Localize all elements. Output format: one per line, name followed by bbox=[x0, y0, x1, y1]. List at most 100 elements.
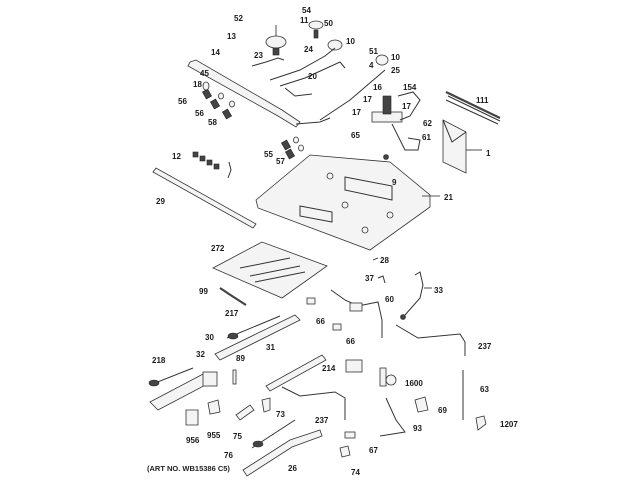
callout-17: 17 bbox=[402, 102, 411, 111]
electrode-217-body bbox=[227, 332, 239, 340]
burner-tube-31 bbox=[265, 354, 327, 392]
callout-63: 63 bbox=[480, 385, 489, 394]
burner-tube-30 bbox=[214, 314, 301, 361]
gas-tube-23 bbox=[251, 57, 285, 67]
bracket-75 bbox=[235, 404, 255, 421]
callout-9: 9 bbox=[392, 178, 397, 187]
callout-55: 55 bbox=[264, 150, 273, 159]
bracket-37 bbox=[377, 275, 386, 284]
callout-12: 12 bbox=[172, 152, 181, 161]
manifold-14 bbox=[187, 59, 331, 128]
electrode-218-body bbox=[148, 379, 160, 387]
callout-66: 66 bbox=[316, 317, 325, 326]
clip-89 bbox=[232, 369, 237, 385]
gas-tube-20 bbox=[279, 61, 346, 97]
orifice-66b bbox=[332, 323, 342, 331]
callout-51: 51 bbox=[369, 47, 378, 56]
clip-99 bbox=[219, 287, 247, 306]
valve-214 bbox=[345, 359, 363, 373]
bracket-956 bbox=[185, 409, 199, 426]
callout-956: 956 bbox=[186, 436, 200, 445]
callout-1: 1 bbox=[486, 149, 491, 158]
gas-tube-237-lower bbox=[281, 386, 346, 420]
callout-67: 67 bbox=[369, 446, 378, 455]
callout-57: 57 bbox=[276, 157, 285, 166]
callout-56: 56 bbox=[178, 97, 187, 106]
callout-272: 272 bbox=[211, 244, 225, 253]
callout-23: 23 bbox=[254, 51, 263, 60]
regulator-assembly bbox=[371, 91, 421, 160]
burner-cap-10 bbox=[327, 39, 389, 66]
heat-shield-272 bbox=[212, 241, 328, 299]
callout-31: 31 bbox=[266, 343, 275, 352]
callout-30: 30 bbox=[205, 333, 214, 342]
burner-tube-32 bbox=[149, 371, 218, 411]
electrode-76-body bbox=[252, 440, 264, 448]
callout-54: 54 bbox=[302, 6, 311, 15]
callout-60: 60 bbox=[385, 295, 394, 304]
callout-10: 10 bbox=[346, 37, 355, 46]
gas-tube-93 bbox=[379, 397, 406, 437]
callout-89: 89 bbox=[236, 354, 245, 363]
burner-cap-13 bbox=[265, 25, 287, 56]
valve-group-center bbox=[280, 136, 304, 160]
callout-214: 214 bbox=[322, 364, 336, 373]
callout-76: 76 bbox=[224, 451, 233, 460]
callout-73: 73 bbox=[276, 410, 285, 419]
callout-56: 56 bbox=[195, 109, 204, 118]
callout-218: 218 bbox=[152, 356, 166, 365]
callout-1600: 1600 bbox=[405, 379, 423, 388]
callout-955: 955 bbox=[207, 431, 221, 440]
callout-11: 11 bbox=[300, 16, 309, 25]
callout-45: 45 bbox=[200, 69, 209, 78]
connector-67 bbox=[344, 431, 356, 439]
callout-17: 17 bbox=[352, 108, 361, 117]
art-number: (ART NO. WB15386 C5) bbox=[147, 464, 230, 473]
callout-237: 237 bbox=[315, 416, 329, 425]
callout-65: 65 bbox=[351, 131, 360, 140]
literature-1 bbox=[442, 119, 482, 174]
wire-bundle-111 bbox=[445, 91, 501, 125]
callout-93: 93 bbox=[413, 424, 422, 433]
valve-group-left bbox=[201, 81, 235, 120]
callout-20: 20 bbox=[308, 72, 317, 81]
callout-99: 99 bbox=[199, 287, 208, 296]
screw-28 bbox=[372, 257, 379, 261]
part-69 bbox=[414, 396, 429, 413]
gas-tube-16 bbox=[319, 69, 386, 121]
igniter-switch-12 bbox=[192, 151, 232, 179]
callout-69: 69 bbox=[438, 406, 447, 415]
callout-17: 17 bbox=[363, 95, 372, 104]
callout-25: 25 bbox=[391, 66, 400, 75]
callout-111: 111 bbox=[476, 96, 489, 105]
callout-21: 21 bbox=[444, 193, 453, 202]
switch-955 bbox=[207, 399, 221, 415]
callout-58: 58 bbox=[208, 118, 217, 127]
callout-14: 14 bbox=[211, 48, 220, 57]
callout-4: 4 bbox=[369, 61, 374, 70]
gas-tube-60 bbox=[330, 289, 383, 338]
callout-62: 62 bbox=[423, 119, 432, 128]
burner-cap-11 bbox=[308, 20, 324, 39]
orifice-66a bbox=[306, 297, 316, 305]
callout-26: 26 bbox=[288, 464, 297, 473]
gas-tube-24 bbox=[269, 47, 336, 81]
callout-37: 37 bbox=[365, 274, 374, 283]
callout-10: 10 bbox=[391, 53, 400, 62]
callout-29: 29 bbox=[156, 197, 165, 206]
callout-13: 13 bbox=[227, 32, 236, 41]
orifice-tube-33 bbox=[400, 271, 432, 320]
callout-66: 66 bbox=[346, 337, 355, 346]
burner-tube-26 bbox=[242, 429, 323, 477]
callout-16: 16 bbox=[373, 83, 382, 92]
bracket-73 bbox=[261, 397, 271, 413]
callout-18: 18 bbox=[193, 80, 202, 89]
burner-box-9 bbox=[255, 154, 431, 251]
callout-237: 237 bbox=[478, 342, 492, 351]
gas-tube-237-upper bbox=[395, 324, 466, 356]
callout-74: 74 bbox=[351, 468, 360, 477]
callout-32: 32 bbox=[196, 350, 205, 359]
clip-74 bbox=[339, 445, 351, 458]
callout-217: 217 bbox=[225, 309, 239, 318]
